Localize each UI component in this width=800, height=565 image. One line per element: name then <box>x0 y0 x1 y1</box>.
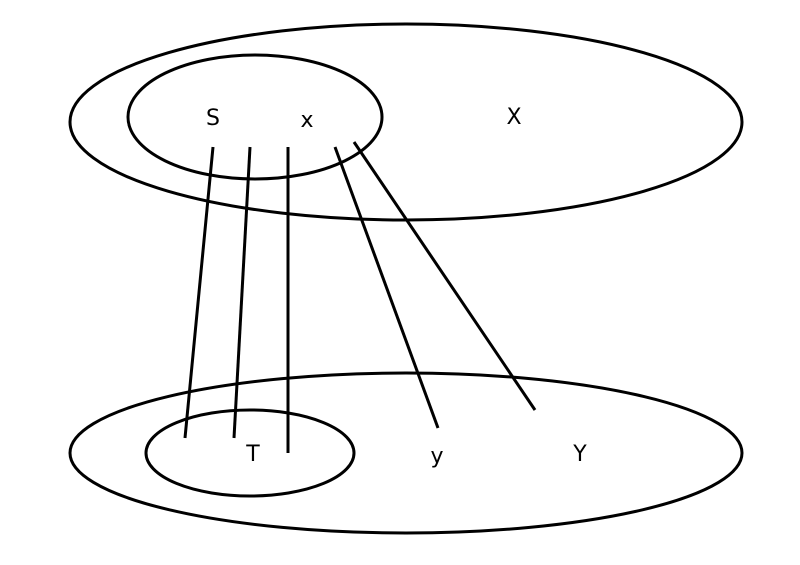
mapping-line-x-to-y <box>333 146 440 429</box>
label-X: X <box>506 105 521 130</box>
set-Y-ellipse <box>68 371 744 535</box>
label-x: x <box>300 108 313 133</box>
subset-T-ellipse <box>144 408 356 498</box>
label-S: S <box>206 106 220 131</box>
mapping-line-2 <box>232 146 252 439</box>
mapping-line-1 <box>183 146 215 439</box>
label-Y: Y <box>572 442 587 467</box>
label-y: y <box>430 444 443 469</box>
label-T: T <box>245 442 260 467</box>
subset-S-ellipse <box>126 53 384 181</box>
mapping-line-5 <box>352 141 537 411</box>
set-X-ellipse <box>68 22 744 222</box>
